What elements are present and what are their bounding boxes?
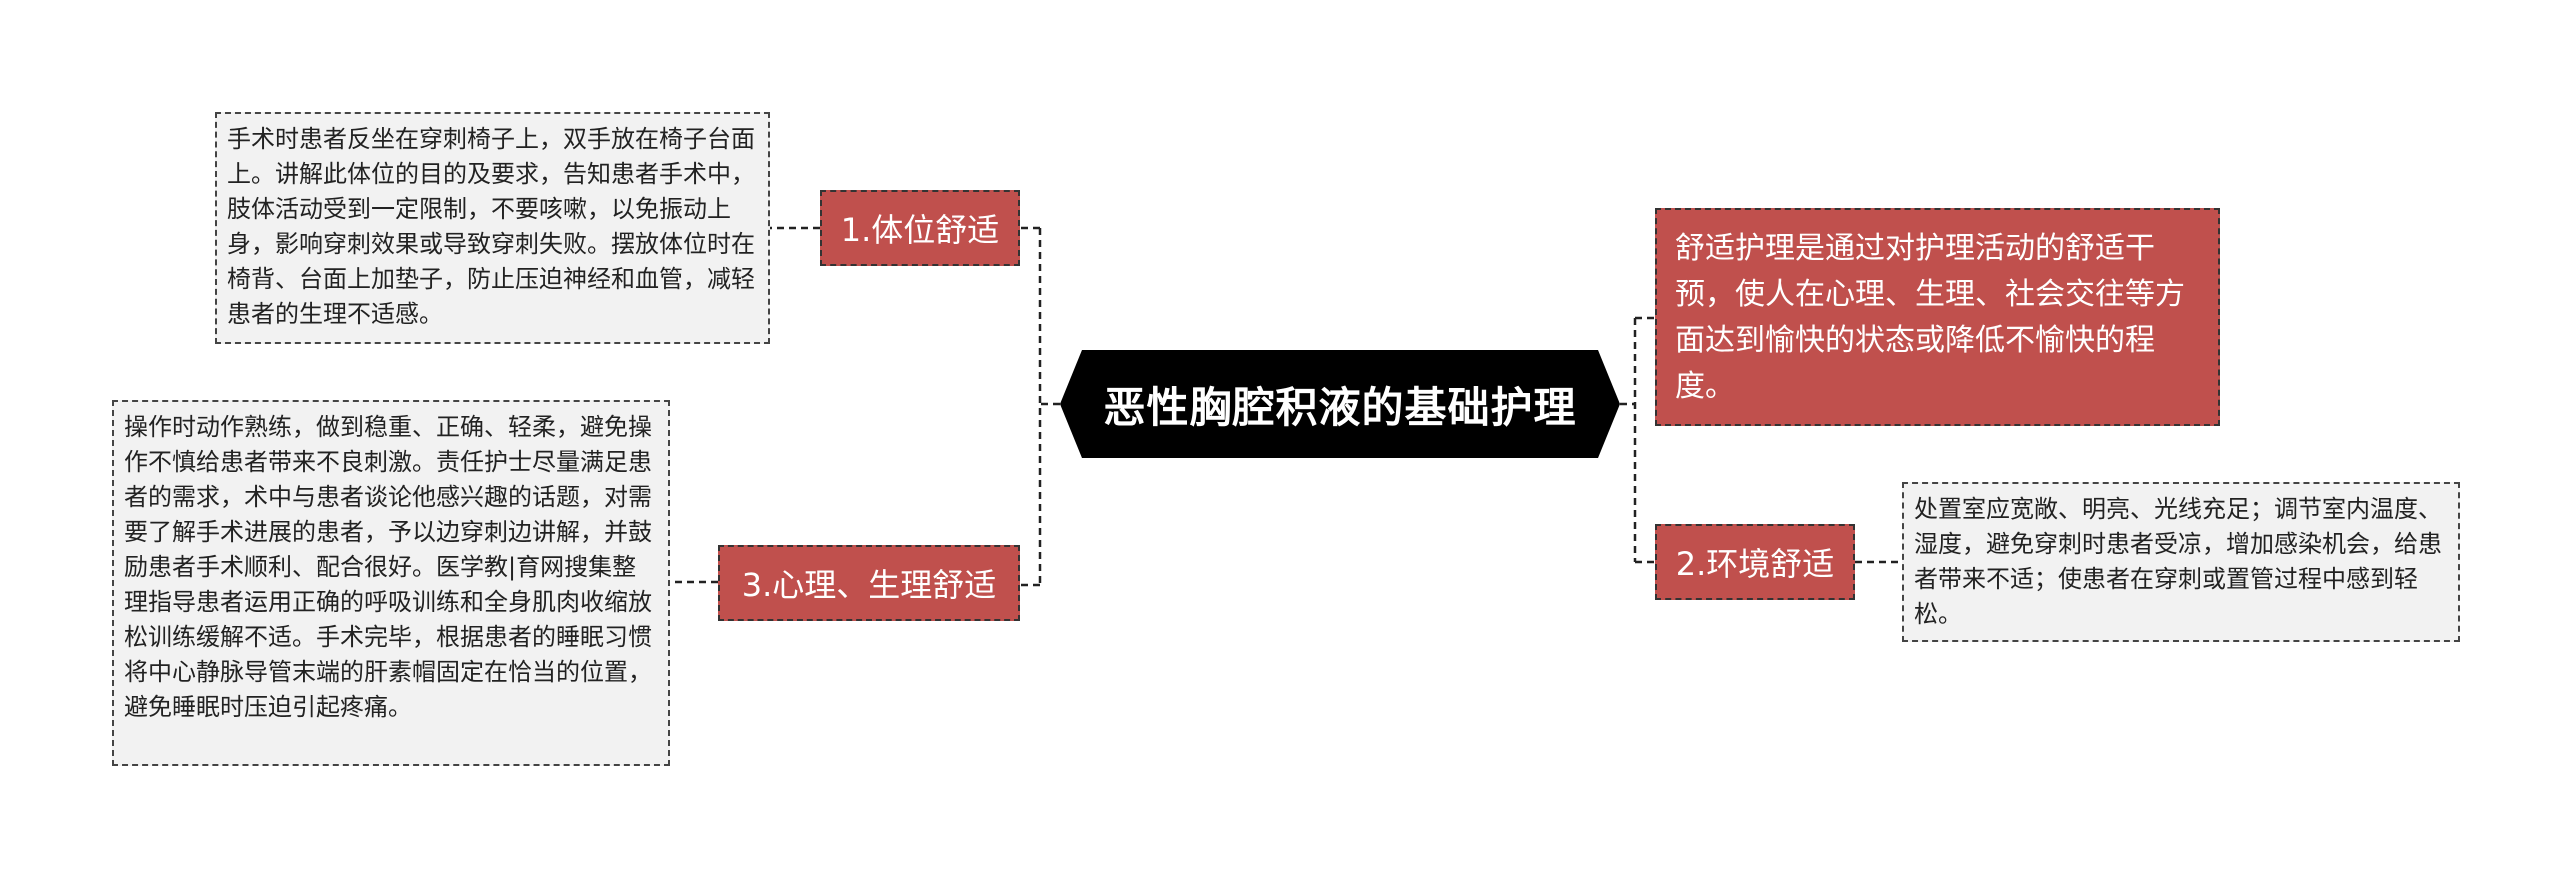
root-topic[interactable]: 恶性胸腔积液的基础护理 (1060, 350, 1620, 458)
definition-text: 舒适护理是通过对护理活动的舒适干预，使人在心理、生理、社会交往等方面达到愉快的状… (1675, 231, 2185, 404)
branch-posture-comfort[interactable]: 1.体位舒适 (820, 190, 1020, 266)
definition-node[interactable]: 舒适护理是通过对护理活动的舒适干预，使人在心理、生理、社会交往等方面达到愉快的状… (1655, 208, 2220, 426)
branch-posture-comfort-label: 1.体位舒适 (840, 211, 1000, 249)
note-environment-comfort[interactable]: 处置室应宽敞、明亮、光线充足；调节室内温度、湿度，避免穿刺时患者受凉，增加感染机… (1902, 482, 2460, 642)
branch-environment-comfort[interactable]: 2.环境舒适 (1655, 524, 1855, 600)
branch-psych-physio-comfort-label: 3.心理、生理舒适 (741, 566, 997, 604)
root-topic-title: 恶性胸腔积液的基础护理 (1103, 382, 1577, 432)
note-posture-comfort-text: 手术时患者反坐在穿刺椅子上，双手放在椅子台面上。讲解此体位的目的及要求，告知患者… (227, 125, 755, 328)
note-psych-physio-comfort-text: 操作时动作熟练，做到稳重、正确、轻柔，避免操作不慎给患者带来不良刺激。责任护士尽… (124, 413, 652, 721)
note-psych-physio-comfort[interactable]: 操作时动作熟练，做到稳重、正确、轻柔，避免操作不慎给患者带来不良刺激。责任护士尽… (112, 400, 670, 766)
note-environment-comfort-text: 处置室应宽敞、明亮、光线充足；调节室内温度、湿度，避免穿刺时患者受凉，增加感染机… (1914, 495, 2442, 628)
branch-environment-comfort-label: 2.环境舒适 (1675, 545, 1835, 583)
branch-psych-physio-comfort[interactable]: 3.心理、生理舒适 (718, 545, 1020, 621)
note-posture-comfort[interactable]: 手术时患者反坐在穿刺椅子上，双手放在椅子台面上。讲解此体位的目的及要求，告知患者… (215, 112, 770, 344)
